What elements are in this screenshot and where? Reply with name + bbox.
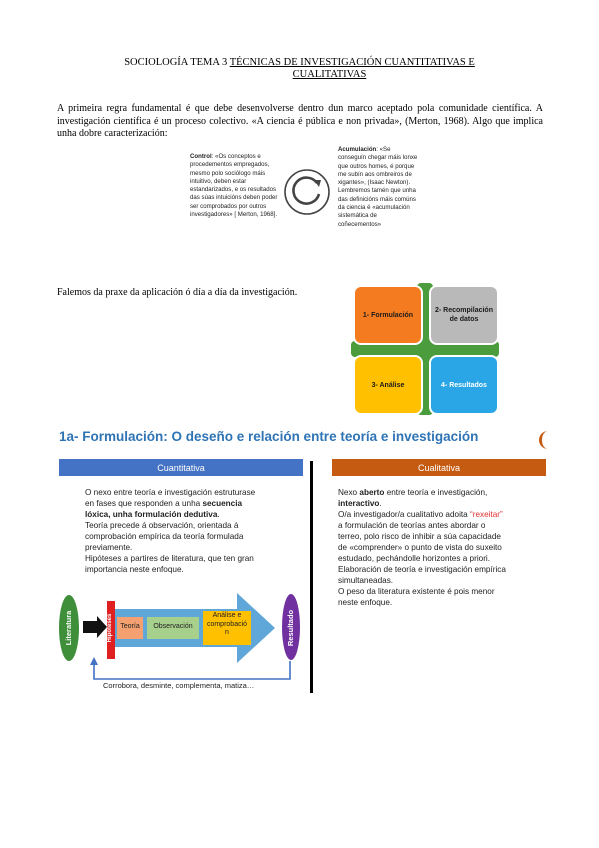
feedback-loop-line — [93, 661, 291, 680]
quant-header: Cuantitativa — [59, 459, 303, 476]
slide-corner-mark — [539, 431, 554, 449]
title-prefix: SOCIOLOGÍA TEMA 3 — [124, 57, 230, 68]
qual-header: Cualitativa — [332, 459, 546, 476]
praxe-sentence: Falemos da praxe da aplicación ó día a d… — [57, 287, 298, 298]
resultado-ellipse — [282, 594, 300, 660]
qual-text: Nexo aberto entre teoría e investigación… — [338, 488, 506, 607]
quant-text: O nexo entre teoría e investigación estr… — [85, 488, 256, 574]
hipoteses-bar — [107, 601, 115, 659]
resultado-label: Resultado — [286, 609, 295, 647]
process-box-analise: 3- Análise — [353, 355, 423, 415]
analise-box — [203, 611, 251, 645]
title-line2: CUALITATIVAS — [292, 69, 367, 80]
literatura-ellipse — [59, 595, 79, 661]
observacion-box — [147, 617, 199, 639]
control-body: : «Os conceptos e procedementos empregad… — [190, 153, 278, 219]
teoria-label: Teoría — [120, 623, 140, 630]
control-text: Control: «Os conceptos e procedementos e… — [190, 153, 278, 219]
feedback-arrowhead — [90, 657, 98, 665]
observacion-label: Observación — [153, 623, 193, 630]
control-label: Control — [190, 153, 212, 160]
slide-title: 1a- Formulación: O deseño e relación ent… — [59, 429, 479, 444]
hipoteses-label: Hipóteses — [107, 613, 113, 643]
process-box-formulacion: 1- Formulación — [353, 285, 423, 345]
flow-caption: Corrobora, desminte, complementa, matiza… — [103, 681, 255, 690]
column-divider — [310, 461, 313, 693]
acumulacion-text: Acumulación: «Se conseguín chegar máis l… — [338, 146, 418, 229]
analise-label: Análise e comprobació n — [206, 612, 248, 636]
process-box-resultados: 4- Resultados — [429, 355, 499, 415]
document-title: SOCIOLOGÍA TEMA 3 TÉCNICAS DE INVESTIGAC… — [0, 57, 599, 81]
literatura-label: Literatura — [64, 610, 73, 646]
cycle-arrow-icon — [283, 168, 331, 216]
formulacion-slide: 1a- Formulación: O deseño e relación ent… — [57, 423, 549, 693]
acumulacion-label: Acumulación — [338, 146, 377, 153]
acumulacion-body: : «Se conseguín chegar máis lonxe que ou… — [338, 146, 418, 228]
teoria-box — [117, 617, 143, 639]
title-underlined: TÉCNICAS DE INVESTIGACIÓN CUANTITATIVAS … — [229, 57, 475, 68]
literatura-arrow — [83, 616, 107, 638]
process-box-recompilacion: 2- Recompilación de datos — [429, 285, 499, 345]
flow-diagram — [59, 593, 300, 680]
process-grid: 1- Formulación 2- Recompilación de datos… — [351, 283, 499, 415]
intro-paragraph: A primeira regra fundamental é que debe … — [57, 103, 543, 139]
